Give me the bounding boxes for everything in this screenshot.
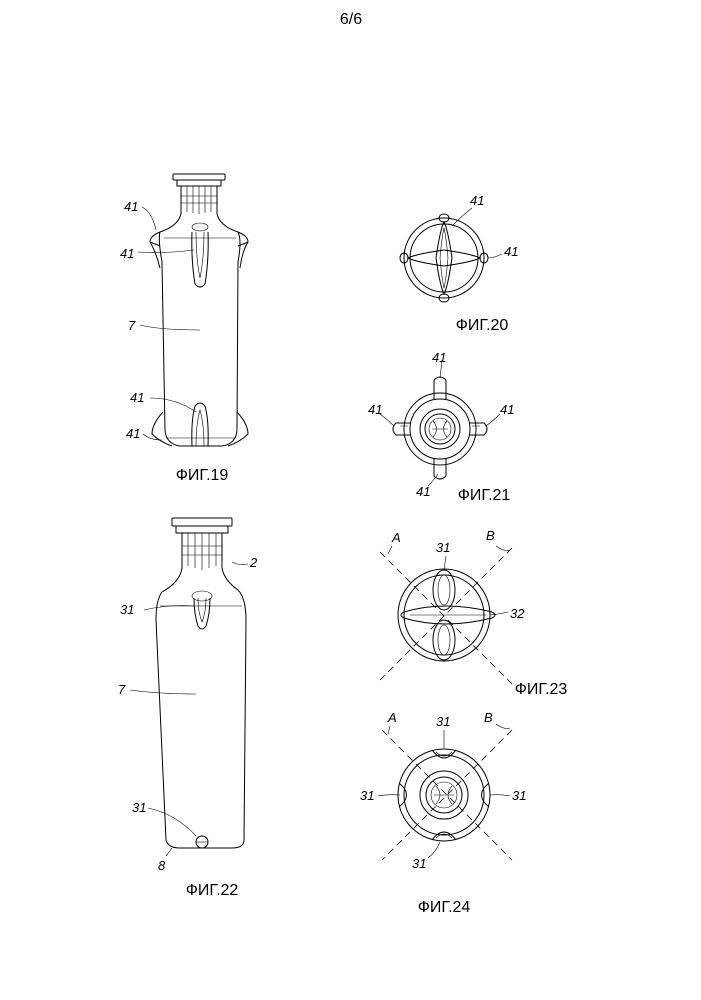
fig21-caption: ФИГ.21 (458, 487, 511, 504)
figure-24: A 31 B 31 31 31 ФИГ.24 (360, 710, 526, 916)
fig22-label-7: 7 (118, 682, 126, 697)
fig19-label-41-rib: 41 (120, 246, 134, 261)
fig24-caption: ФИГ.24 (418, 899, 471, 916)
figure-23: A 31 B 32 ФИГ.23 (380, 528, 567, 698)
fig22-caption: ФИГ.22 (186, 882, 239, 899)
fig21-label-41-right: 41 (500, 402, 514, 417)
fig23-caption: ФИГ.23 (515, 681, 568, 698)
page-number: 6/6 (340, 11, 362, 28)
fig20-top-view-drawing (400, 208, 502, 302)
fig22-label-2: 2 (249, 555, 258, 570)
fig22-label-31-top: 31 (120, 602, 134, 617)
fig24-bottom-view-drawing (378, 724, 512, 860)
fig21-label-41-bottom: 41 (416, 484, 430, 499)
fig22-label-31-bottom: 31 (132, 800, 146, 815)
fig21-bottom-view-drawing (380, 360, 500, 486)
fig22-label-8: 8 (158, 858, 166, 873)
fig23-label-A: A (391, 530, 401, 545)
fig20-label-41-top: 41 (470, 193, 484, 208)
fig24-label-B: B (484, 710, 493, 725)
fig19-label-41-top: 41 (124, 199, 138, 214)
fig24-label-31-right: 31 (512, 788, 526, 803)
fig19-caption: ФИГ.19 (176, 467, 229, 484)
fig21-label-41-top: 41 (432, 350, 446, 365)
fig23-top-view-drawing (380, 546, 512, 684)
figure-22: 2 31 7 31 8 ФИГ.22 (118, 518, 258, 899)
fig22-bottle-drawing (130, 518, 248, 856)
fig19-label-41-lower-rib: 41 (130, 390, 144, 405)
figure-19: 41 41 7 41 41 ФИГ.19 (120, 174, 248, 484)
fig23-label-32: 32 (510, 606, 525, 621)
figure-21: 41 41 41 41 ФИГ.21 (368, 350, 514, 504)
fig24-label-31-left: 31 (360, 788, 374, 803)
fig19-bottle-drawing (138, 174, 248, 446)
fig19-label-41-bottom: 41 (126, 426, 140, 441)
fig24-label-31-bottom: 31 (412, 856, 426, 871)
fig19-label-7: 7 (128, 318, 136, 333)
fig23-label-B: B (486, 528, 495, 543)
fig24-label-31-top: 31 (436, 714, 450, 729)
fig23-label-31: 31 (436, 540, 450, 555)
fig20-caption: ФИГ.20 (456, 317, 509, 334)
fig24-label-A: A (387, 710, 397, 725)
fig20-label-41-right: 41 (504, 244, 518, 259)
fig21-label-41-left: 41 (368, 402, 382, 417)
figure-20: 41 41 ФИГ.20 (400, 193, 518, 334)
